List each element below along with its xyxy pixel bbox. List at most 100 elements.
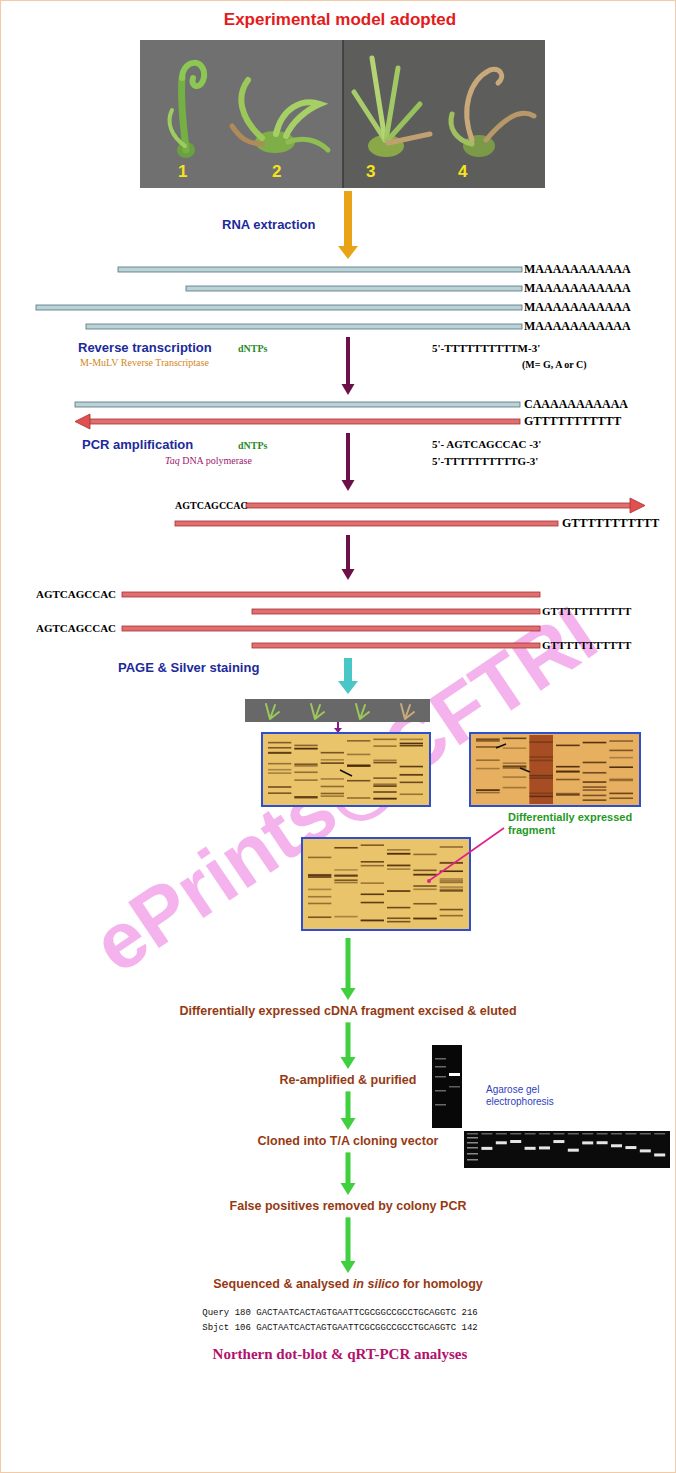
gel-band	[387, 865, 410, 867]
flow-arrow	[341, 1091, 356, 1130]
gel-band	[268, 752, 291, 754]
gel-band	[529, 760, 553, 762]
arrow-head	[342, 384, 355, 395]
colony-gel	[464, 1131, 670, 1168]
gel-band	[611, 1144, 622, 1147]
cdna-strand	[252, 609, 540, 614]
gel-band	[387, 907, 410, 909]
gel-band	[556, 779, 580, 781]
arrow-shaft	[346, 535, 350, 570]
gel-band	[373, 785, 396, 787]
plant-leaf	[266, 704, 279, 719]
gel-band	[400, 782, 423, 784]
gel-band	[440, 886, 463, 888]
gel-band	[597, 1141, 608, 1144]
gel-band	[476, 792, 500, 794]
gel-band	[440, 909, 463, 911]
gel-band	[529, 793, 553, 795]
gel-band	[294, 748, 317, 750]
gel-band	[503, 776, 527, 778]
gel-band	[556, 745, 580, 747]
gel-band	[529, 756, 553, 758]
gel-band	[440, 862, 463, 864]
arrow-head	[338, 246, 358, 259]
sequence-tail: MAAAAAAAAAAA	[524, 301, 631, 315]
arrow-head	[341, 1057, 356, 1069]
gel-band	[400, 745, 423, 747]
gel-band	[347, 754, 370, 756]
gel-band	[529, 735, 553, 804]
gel-band	[556, 770, 580, 772]
gel-band	[321, 793, 344, 795]
gel-band	[583, 772, 607, 774]
gel-band	[611, 1133, 622, 1135]
plant-leaf	[232, 126, 262, 144]
gel-band	[321, 759, 344, 761]
gel-band	[347, 797, 370, 799]
mrna-strand	[36, 305, 522, 310]
gel-band	[440, 846, 463, 848]
gel-image	[302, 838, 470, 930]
gel-band	[583, 795, 607, 797]
strand-head	[630, 498, 645, 513]
flow-arrow	[341, 938, 356, 1000]
gel-band	[625, 1146, 636, 1149]
final-step: Northern dot-blot & qRT-PCR analyses	[213, 1346, 468, 1363]
photo-ground	[343, 40, 545, 188]
arrow-shaft	[346, 1091, 351, 1119]
cdna-strands: CAAAAAAAAAAAGTTTTTTTTTTT	[70, 398, 660, 430]
text-run: in silico	[353, 1277, 400, 1291]
gel-band	[467, 1137, 478, 1139]
gel-band	[413, 918, 436, 920]
gel-band	[529, 741, 553, 743]
gel-band	[449, 1073, 460, 1076]
step-text: Re-amplified & purified	[280, 1073, 417, 1087]
gel-band	[361, 861, 384, 863]
gel-band	[373, 797, 396, 799]
gel-band	[347, 765, 370, 767]
cdna-strand	[175, 521, 558, 526]
gel-band	[503, 747, 527, 749]
band-pointer	[340, 770, 352, 776]
strand-bar	[89, 419, 520, 424]
gel-band	[597, 1133, 608, 1135]
text-run: Taq	[165, 455, 180, 466]
strand-arrow	[75, 414, 520, 429]
gel-band	[539, 1133, 550, 1135]
plant-leaf	[288, 139, 328, 150]
gel-band	[400, 793, 423, 795]
plant-leaf	[170, 110, 185, 146]
gel-band	[625, 1133, 636, 1135]
gel-band	[308, 916, 331, 918]
strand-head	[75, 414, 90, 429]
gel-band	[334, 874, 357, 876]
gel-band	[413, 889, 436, 891]
gel-band	[435, 1104, 446, 1106]
panel-number: 1	[178, 162, 187, 182]
arrow-head	[341, 1183, 356, 1195]
gel-band	[449, 1086, 460, 1088]
gel-image	[470, 733, 640, 806]
step-label: Reverse transcription	[78, 341, 212, 356]
gel-band	[400, 739, 423, 741]
gel-band	[539, 1146, 550, 1149]
sequence-tail: AGTCAGCCAC	[36, 622, 116, 635]
gel-band	[373, 760, 396, 762]
gel-band	[321, 786, 344, 788]
primer-sequence: 5'- AGTCAGCCAC -3'	[432, 438, 541, 451]
gel-band	[413, 885, 436, 887]
step-text: False positives removed by colony PCR	[230, 1199, 467, 1213]
gel-band	[361, 920, 384, 922]
arrow-shaft	[346, 433, 350, 481]
text-run: for homology	[399, 1277, 482, 1291]
flow-arrow	[341, 1022, 356, 1069]
alignment-row: Query 180 GACTAATCACTAGTGAATTCGCGGCCGCCT…	[202, 1308, 477, 1318]
gel-band	[568, 1149, 579, 1152]
step-text: Cloned into T/A cloning vector	[258, 1134, 439, 1148]
gel-band	[373, 777, 396, 779]
primer-sequence: 5'-TTTTTTTTTTG-3'	[432, 455, 538, 468]
gel-band	[294, 771, 317, 773]
strand-bar	[246, 503, 631, 508]
gel-band	[435, 1058, 446, 1060]
gel-band	[467, 1133, 478, 1135]
